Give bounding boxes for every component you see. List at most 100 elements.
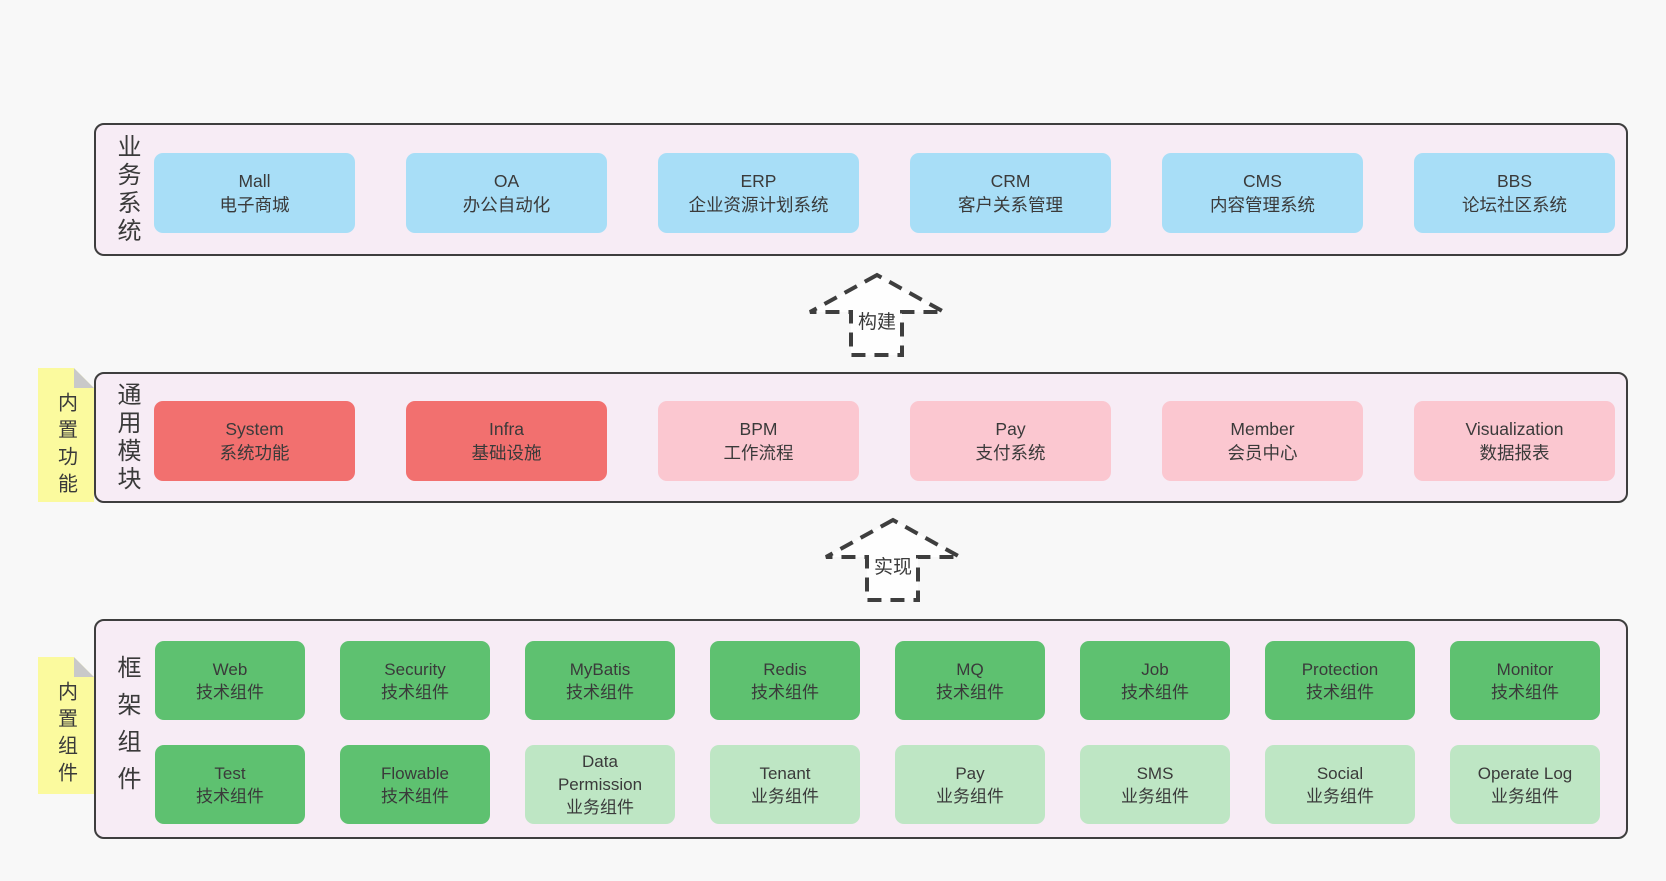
box-subtitle: 业务组件 bbox=[751, 786, 819, 806]
box-pay-biz: Pay 业务组件 bbox=[895, 745, 1045, 824]
box-redis: Redis 技术组件 bbox=[710, 641, 860, 720]
box-title: Security bbox=[384, 659, 446, 679]
box-subtitle: 工作流程 bbox=[723, 443, 794, 463]
box-title: Mall bbox=[238, 171, 271, 191]
box-subtitle: 系统功能 bbox=[219, 443, 290, 463]
box-subtitle: 技术组件 bbox=[936, 682, 1004, 702]
panel-title-business-systems: 业务系统 bbox=[113, 133, 140, 246]
modules-box-row: System 系统功能 Infra 基础设施 BPM 工作流程 Pay 支付系统… bbox=[154, 401, 1615, 481]
box-subtitle: 基础设施 bbox=[471, 443, 542, 463]
box-member: Member 会员中心 bbox=[1162, 401, 1363, 481]
box-mybatis: MyBatis 技术组件 bbox=[525, 641, 675, 720]
arrow-implement: 实现 bbox=[823, 517, 963, 603]
box-subtitle: 数据报表 bbox=[1479, 443, 1550, 463]
box-security: Security 技术组件 bbox=[340, 641, 490, 720]
arrow-label: 实现 bbox=[874, 556, 912, 578]
box-subtitle: 业务组件 bbox=[1491, 786, 1559, 806]
box-subtitle: 业务组件 bbox=[1306, 786, 1374, 806]
box-sms: SMS 业务组件 bbox=[1080, 745, 1230, 824]
box-data-permission: Data Permission 业务组件 bbox=[525, 745, 675, 824]
box-title: System bbox=[225, 419, 284, 439]
box-subtitle: 内容管理系统 bbox=[1210, 195, 1315, 215]
panel-title-common-modules: 通用模块 bbox=[113, 381, 140, 494]
box-system: System 系统功能 bbox=[154, 401, 355, 481]
up-arrow-dashed-icon: 构建 bbox=[809, 272, 945, 357]
box-subtitle: 技术组件 bbox=[1121, 682, 1189, 702]
box-social: Social 业务组件 bbox=[1265, 745, 1415, 824]
box-protection: Protection 技术组件 bbox=[1265, 641, 1415, 720]
box-subtitle: 业务组件 bbox=[936, 786, 1004, 806]
sticky-note-built-in-functions: 内置功能 bbox=[38, 368, 94, 502]
box-title: CMS bbox=[1243, 171, 1282, 191]
box-bpm: BPM 工作流程 bbox=[658, 401, 859, 481]
box-operate-log: Operate Log 业务组件 bbox=[1450, 745, 1600, 824]
box-subtitle: 客户关系管理 bbox=[958, 195, 1063, 215]
box-cms: CMS 内容管理系统 bbox=[1162, 153, 1363, 233]
box-title: Protection bbox=[1301, 659, 1379, 679]
box-visualization: Visualization 数据报表 bbox=[1414, 401, 1615, 481]
sticky-note-label: 内置功能 bbox=[54, 392, 77, 500]
panel-business-systems: 业务系统 Mall 电子商城 OA 办公自动化 ERP 企业资源计划系统 CRM… bbox=[94, 123, 1628, 256]
arrow-label: 构建 bbox=[858, 311, 896, 333]
box-tenant: Tenant 业务组件 bbox=[710, 745, 860, 824]
box-subtitle: 论坛社区系统 bbox=[1462, 195, 1567, 215]
box-monitor: Monitor 技术组件 bbox=[1450, 641, 1600, 720]
components-box-row-1: Web 技术组件 Security 技术组件 MyBatis 技术组件 Redi… bbox=[155, 641, 1600, 720]
box-mall: Mall 电子商城 bbox=[154, 153, 355, 233]
box-job: Job 技术组件 bbox=[1080, 641, 1230, 720]
box-title: Pay bbox=[995, 419, 1026, 439]
box-subtitle: 技术组件 bbox=[196, 786, 264, 806]
box-subtitle: 技术组件 bbox=[381, 786, 449, 806]
box-title: MQ bbox=[956, 659, 984, 679]
panel-title-framework-components: 框架组件 bbox=[113, 655, 140, 803]
box-subtitle: 技术组件 bbox=[751, 682, 819, 702]
box-title: CRM bbox=[990, 171, 1031, 191]
box-subtitle: 技术组件 bbox=[566, 682, 634, 702]
box-test: Test 技术组件 bbox=[155, 745, 305, 824]
box-crm: CRM 客户关系管理 bbox=[910, 153, 1111, 233]
box-title: ERP bbox=[740, 171, 777, 191]
box-infra: Infra 基础设施 bbox=[406, 401, 607, 481]
box-title: BBS bbox=[1496, 171, 1533, 191]
box-subtitle: 业务组件 bbox=[566, 798, 634, 817]
box-title: BPM bbox=[739, 419, 778, 439]
box-title: Web bbox=[212, 659, 248, 679]
box-web: Web 技术组件 bbox=[155, 641, 305, 720]
box-title: Flowable bbox=[380, 763, 450, 783]
business-box-row: Mall 电子商城 OA 办公自动化 ERP 企业资源计划系统 CRM 客户关系… bbox=[154, 153, 1615, 233]
up-arrow-dashed-icon: 实现 bbox=[825, 517, 961, 602]
box-title: Data Permission bbox=[557, 752, 643, 794]
box-title: Job bbox=[1141, 659, 1169, 679]
box-title: Test bbox=[214, 763, 246, 783]
box-subtitle: 办公自动化 bbox=[462, 195, 551, 215]
box-subtitle: 技术组件 bbox=[1491, 682, 1559, 702]
components-box-row-2: Test 技术组件 Flowable 技术组件 Data Permission … bbox=[155, 745, 1600, 824]
box-title: Monitor bbox=[1496, 659, 1554, 679]
panel-framework-components: 框架组件 Web 技术组件 Security 技术组件 MyBatis 技术组件… bbox=[94, 619, 1628, 839]
box-pay: Pay 支付系统 bbox=[910, 401, 1111, 481]
box-title: Infra bbox=[488, 419, 525, 439]
box-subtitle: 企业资源计划系统 bbox=[688, 195, 829, 215]
box-subtitle: 技术组件 bbox=[381, 682, 449, 702]
box-title: SMS bbox=[1136, 763, 1174, 783]
panel-common-modules: 通用模块 System 系统功能 Infra 基础设施 BPM 工作流程 Pay… bbox=[94, 372, 1628, 503]
box-subtitle: 技术组件 bbox=[196, 682, 264, 702]
box-flowable: Flowable 技术组件 bbox=[340, 745, 490, 824]
box-title: Operate Log bbox=[1477, 763, 1573, 783]
box-oa: OA 办公自动化 bbox=[406, 153, 607, 233]
sticky-note-built-in-components: 内置组件 bbox=[38, 657, 94, 794]
box-subtitle: 电子商城 bbox=[219, 195, 290, 215]
box-mq: MQ 技术组件 bbox=[895, 641, 1045, 720]
arrow-build: 构建 bbox=[807, 272, 947, 358]
box-title: Tenant bbox=[759, 763, 811, 783]
box-subtitle: 会员中心 bbox=[1227, 443, 1298, 463]
box-bbs: BBS 论坛社区系统 bbox=[1414, 153, 1615, 233]
box-title: Redis bbox=[763, 659, 807, 679]
sticky-note-label: 内置组件 bbox=[54, 681, 77, 789]
box-erp: ERP 企业资源计划系统 bbox=[658, 153, 859, 233]
box-subtitle: 业务组件 bbox=[1121, 786, 1189, 806]
box-title: OA bbox=[493, 171, 520, 191]
box-subtitle: 支付系统 bbox=[975, 443, 1046, 463]
box-title: Visualization bbox=[1465, 419, 1564, 439]
